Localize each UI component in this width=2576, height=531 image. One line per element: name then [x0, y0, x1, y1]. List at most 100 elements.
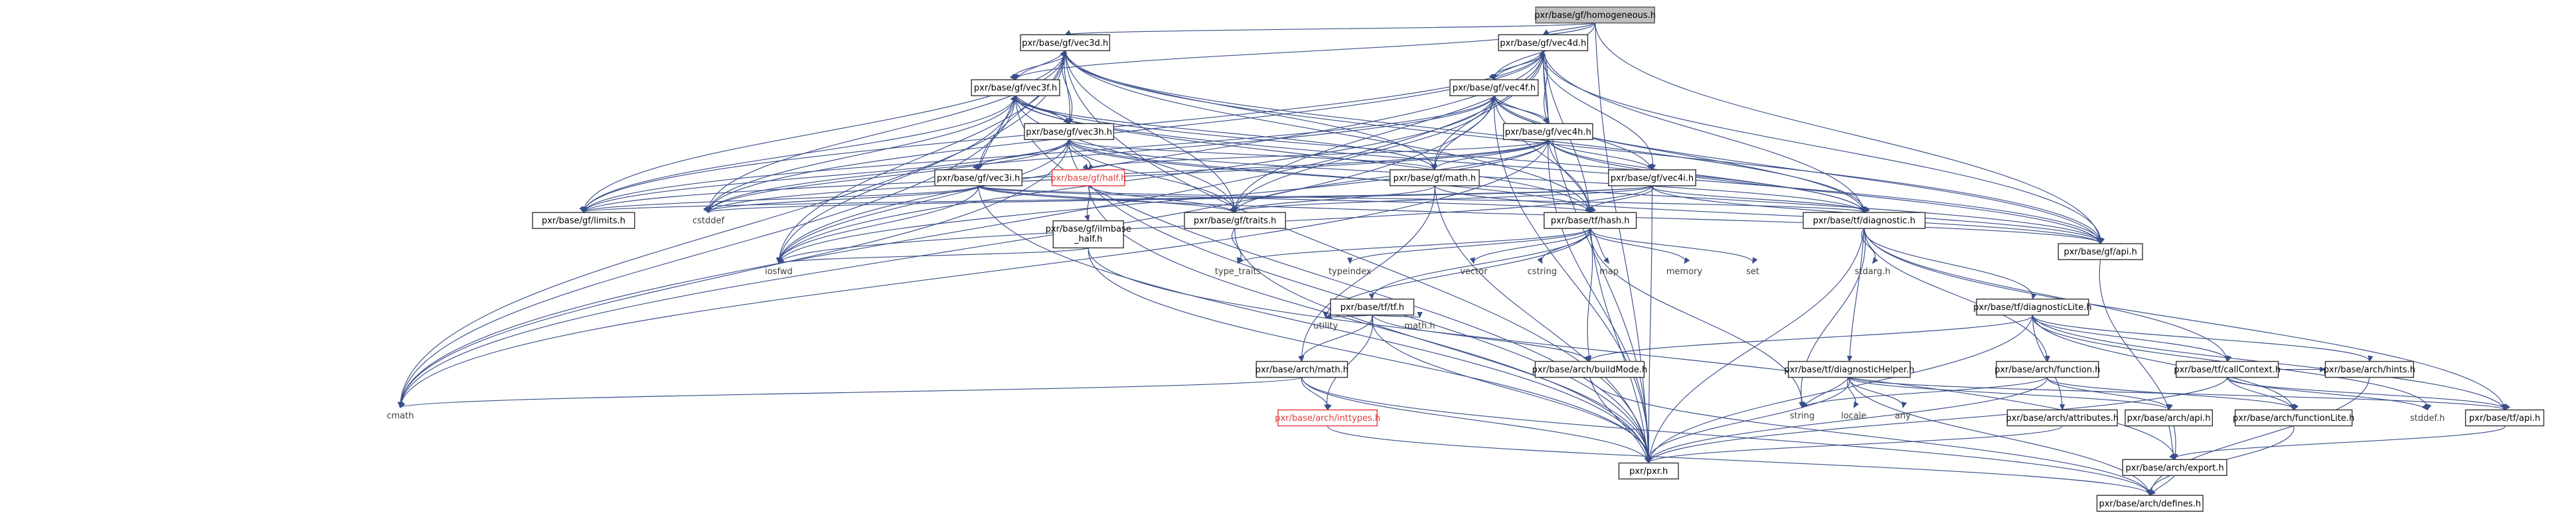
node-label: pxr/base/gf/vec4d.h — [1500, 38, 1586, 48]
node-vec4d[interactable]: pxr/base/gf/vec4d.h — [1498, 34, 1589, 52]
edge-traits-to-pxr — [1234, 228, 1652, 464]
node-box — [1330, 298, 1415, 316]
node-gfapi[interactable]: pxr/base/gf/api.h — [2057, 243, 2143, 260]
node-iosfwd: iosfwd — [765, 267, 793, 277]
arrowhead — [1010, 95, 1016, 102]
node-vec3i[interactable]: pxr/base/gf/vec3i.h — [934, 169, 1023, 187]
node-cstddef: cstddef — [692, 216, 725, 226]
edge-archfunction-to-string — [1801, 377, 2048, 408]
arrowhead — [1062, 50, 1068, 57]
node-archapi[interactable]: pxr/base/arch/api.h — [2125, 409, 2214, 427]
node-archfunction[interactable]: pxr/base/arch/function.h — [1994, 360, 2101, 378]
node-label: pxr/base/tf/diagnosticLite.h — [1973, 303, 2091, 313]
node-label: cstddef — [692, 216, 725, 226]
node-box — [1803, 212, 1926, 229]
node-box — [2234, 409, 2353, 427]
edge-vec4h-to-half — [1082, 139, 1549, 171]
arrowhead — [2096, 237, 2102, 245]
node-box — [1052, 220, 1124, 249]
edge-diagnostic-to-callcontext — [1864, 228, 2230, 362]
node-label: pxr/base/gf/vec4f.h — [1453, 84, 1536, 94]
edge-hash-to-tftf — [1368, 228, 1591, 300]
node-label: pxr/base/gf/vec4i.h — [1611, 173, 1694, 183]
arrowhead — [1347, 258, 1353, 264]
node-box — [2464, 409, 2545, 427]
node-diaglite[interactable]: pxr/base/tf/diagnosticLite.h — [1973, 298, 2092, 316]
node-label: pxr/base/gf/math.h — [1394, 173, 1477, 183]
edge-hash-to-vector — [1469, 228, 1591, 264]
edge-homogeneous-to-vec3f — [1013, 23, 1596, 81]
edge-vec4d-to-cmath — [397, 50, 1544, 409]
node-functionlite[interactable]: pxr/base/arch/functionLite.h — [2233, 409, 2354, 427]
arrowhead — [2426, 404, 2432, 411]
node-box — [2125, 409, 2214, 427]
node-vec4h[interactable]: pxr/base/gf/vec4h.h — [1502, 123, 1593, 140]
node-inttypes[interactable]: pxr/base/arch/inttypes.h — [1275, 409, 1380, 427]
node-box — [1544, 212, 1637, 229]
node-diaghelper[interactable]: pxr/base/tf/diagnosticHelper.h — [1784, 360, 1914, 378]
node-hash[interactable]: pxr/base/tf/hash.h — [1544, 212, 1637, 229]
node-stddef: stddef.h — [2410, 414, 2445, 423]
node-memory: memory — [1666, 267, 1703, 277]
node-limits[interactable]: pxr/base/gf/limits.h — [532, 212, 635, 229]
node-box — [2122, 459, 2227, 477]
node-label: pxr/base/tf/callContext.h — [2174, 365, 2281, 375]
arrowhead — [2044, 356, 2050, 362]
node-box — [2006, 409, 2118, 427]
node-archexport[interactable]: pxr/base/arch/export.h — [2122, 459, 2227, 477]
arrowhead — [1064, 30, 1072, 35]
node-homogeneous[interactable]: pxr/base/gf/homogeneous.h — [1534, 6, 1656, 24]
arrowhead — [1368, 293, 1374, 300]
node-box — [1184, 212, 1286, 229]
node-vec4i[interactable]: pxr/base/gf/vec4i.h — [1608, 169, 1696, 187]
node-gfmath[interactable]: pxr/base/gf/math.h — [1390, 169, 1480, 187]
edge-diaghelper-to-string — [1801, 377, 1850, 408]
edge-archmath-to-inttypes — [1301, 377, 1332, 411]
node-box — [1502, 123, 1593, 140]
node-vec3d[interactable]: pxr/base/gf/vec3d.h — [1020, 34, 1111, 52]
edge-diagnostic-to-pxr — [1647, 228, 1865, 464]
node-callcontext[interactable]: pxr/base/tf/callContext.h — [2174, 360, 2281, 378]
arrowhead — [1236, 257, 1242, 264]
arrowhead — [1801, 402, 1809, 408]
node-archmath[interactable]: pxr/base/arch/math.h — [1255, 360, 1348, 378]
edge-vec3f-to-pxr — [1015, 96, 1652, 464]
edge-ilmhalf-to-iosfwd — [778, 247, 1089, 264]
arrowhead — [2059, 404, 2065, 411]
node-tfapi[interactable]: pxr/base/tf/api.h — [2464, 409, 2545, 427]
arrowhead — [1298, 355, 1304, 362]
node-label: pxr/base/arch/functionLite.h — [2233, 414, 2354, 423]
node-vec4f[interactable]: pxr/base/gf/vec4f.h — [1449, 79, 1539, 96]
node-buildmode[interactable]: pxr/base/arch/buildMode.h — [1532, 360, 1648, 378]
edge-archmath-to-cmath — [400, 377, 1303, 408]
edge-vec4d-to-cstddef — [706, 50, 1544, 214]
node-hints[interactable]: pxr/base/arch/hints.h — [2324, 360, 2415, 378]
edge-callcontext-to-stddef — [2227, 377, 2428, 411]
node-defines[interactable]: pxr/base/arch/defines.h — [2096, 494, 2204, 512]
arrowhead — [1232, 206, 1238, 214]
node-vec3h[interactable]: pxr/base/gf/vec3h.h — [1024, 123, 1115, 140]
node-label: type_traits — [1215, 267, 1261, 277]
node-ilmhalf[interactable]: pxr/base/gf/ilmbase_half.h — [1046, 220, 1131, 249]
node-half[interactable]: pxr/base/gf/half.h — [1050, 169, 1126, 187]
node-attributes[interactable]: pxr/base/arch/attributes.h — [2006, 409, 2119, 427]
edge-homogeneous-to-gfapi — [1595, 23, 2103, 245]
node-box — [1618, 462, 1679, 480]
node-type_traits: type_traits — [1215, 267, 1261, 277]
node-vec3f[interactable]: pxr/base/gf/vec3f.h — [971, 79, 1060, 96]
edge-tftf-to-buildmode — [1372, 315, 1590, 362]
arrowhead — [1872, 257, 1878, 264]
node-label: cmath — [386, 412, 414, 421]
node-box — [1787, 360, 1911, 378]
node-pxr[interactable]: pxr/pxr.h — [1618, 462, 1679, 480]
arrowhead — [580, 206, 587, 214]
node-diagnostic[interactable]: pxr/base/tf/diagnostic.h — [1803, 212, 1926, 229]
node-box — [1535, 6, 1655, 24]
node-label: stdarg.h — [1855, 267, 1891, 277]
node-traits[interactable]: pxr/base/gf/traits.h — [1184, 212, 1286, 229]
node-tftf[interactable]: pxr/base/tf/tf.h — [1330, 298, 1415, 316]
arrowhead — [776, 257, 782, 264]
node-label: pxr/base/arch/export.h — [2125, 463, 2223, 473]
edge-callcontext-to-functionlite — [2227, 377, 2295, 411]
